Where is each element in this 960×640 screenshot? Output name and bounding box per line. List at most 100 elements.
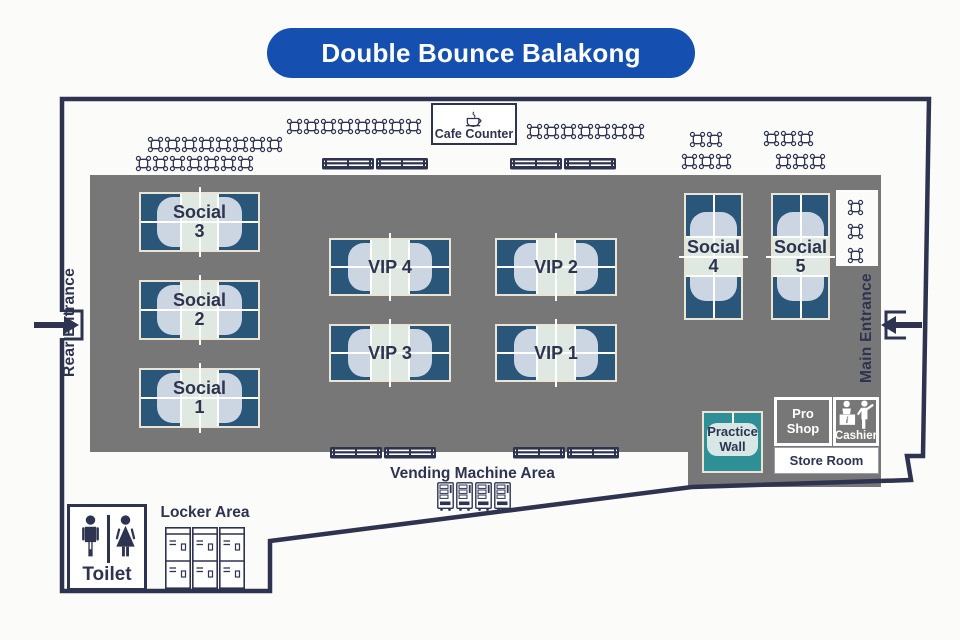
vending-machine-icon [475, 482, 492, 511]
bench-row [330, 446, 436, 460]
vending-machine-row [437, 482, 511, 511]
cashier: i Cashier [833, 397, 879, 446]
four-seat-table-icon [286, 118, 303, 135]
bench-icon [513, 447, 565, 459]
four-seat-table-icon [809, 153, 826, 170]
store-room: Store Room [774, 447, 879, 474]
seating-table-row [689, 131, 723, 148]
bench-icon [322, 158, 374, 170]
four-seat-table-icon [320, 118, 337, 135]
pro-shop: Pro Shop [774, 397, 832, 446]
four-seat-table-icon [181, 136, 198, 153]
cafe-counter: Cafe Counter [431, 103, 517, 145]
vending-area-label: Vending Machine Area [390, 465, 555, 482]
practice-wall: Practice Wall [702, 411, 763, 473]
bench-row [322, 157, 428, 171]
rear-entrance-label: Rear Entrance [61, 267, 78, 377]
main-door-bracket [884, 310, 906, 340]
vending-machine-icon [437, 482, 454, 511]
coffee-cup-icon [466, 111, 482, 127]
four-seat-table-icon [169, 155, 186, 172]
court-label: VIP 2 [534, 256, 578, 277]
seating-table-row [775, 153, 826, 170]
four-seat-table-icon [164, 136, 181, 153]
four-seat-table-icon [405, 118, 422, 135]
vending-machine-icon [494, 482, 511, 511]
bench-row [510, 157, 616, 171]
four-seat-table-icon [594, 123, 611, 140]
four-seat-table-icon [847, 223, 864, 240]
four-seat-table-icon [135, 155, 152, 172]
bench-icon [567, 447, 619, 459]
toilet-divider [107, 515, 110, 563]
four-seat-table-icon [628, 123, 645, 140]
bench-icon [384, 447, 436, 459]
locker-icon [219, 527, 245, 589]
bench-icon [564, 158, 616, 170]
four-seat-table-icon [220, 155, 237, 172]
four-seat-table-icon [797, 130, 814, 147]
locker-icon [165, 527, 191, 589]
four-seat-table-icon [232, 136, 249, 153]
seating-table-row [286, 118, 422, 135]
four-seat-table-icon [388, 118, 405, 135]
four-seat-table-icon [847, 199, 864, 216]
four-seat-table-icon [577, 123, 594, 140]
seating-table-row [147, 136, 283, 153]
four-seat-table-icon [780, 130, 797, 147]
four-seat-table-icon [715, 153, 732, 170]
four-seat-table-icon [698, 153, 715, 170]
seating-table-row [763, 130, 814, 147]
seating-table-row [135, 155, 254, 172]
vending-machine-icon [456, 482, 473, 511]
bench-icon [330, 447, 382, 459]
svg-text:i: i [846, 416, 849, 426]
four-seat-table-icon [526, 123, 543, 140]
cashier-label: Cashier [834, 430, 878, 442]
four-seat-table-icon [198, 136, 215, 153]
locker-icon [192, 527, 218, 589]
four-seat-table-icon [203, 155, 220, 172]
court-vip-3: VIP 3 [329, 319, 451, 387]
locker-area-label: Locker Area [160, 504, 250, 521]
four-seat-table-icon [689, 131, 706, 148]
main-entrance-label: Main Entrance [858, 273, 875, 383]
four-seat-table-icon [249, 136, 266, 153]
four-seat-table-icon [792, 153, 809, 170]
bench-icon [510, 158, 562, 170]
court-label: VIP 3 [368, 342, 412, 363]
four-seat-table-icon [237, 155, 254, 172]
seating-table-column [847, 199, 864, 264]
bench-icon [376, 158, 428, 170]
four-seat-table-icon [215, 136, 232, 153]
court-vip-1: VIP 1 [495, 319, 617, 387]
four-seat-table-icon [152, 155, 169, 172]
four-seat-table-icon [543, 123, 560, 140]
four-seat-table-icon [763, 130, 780, 147]
four-seat-table-icon [560, 123, 577, 140]
court-label: VIP 1 [534, 342, 578, 363]
seating-table-row [681, 153, 732, 170]
pro-shop-label: Pro Shop [786, 405, 820, 436]
toilet-label: Toilet [82, 564, 132, 585]
woman-icon [115, 515, 136, 557]
four-seat-table-icon [186, 155, 203, 172]
bench-row [513, 446, 619, 460]
four-seat-table-icon [706, 131, 723, 148]
four-seat-table-icon [371, 118, 388, 135]
facility-title: Double Bounce Balakong [321, 37, 641, 68]
cashier-counter-icon: i [839, 400, 874, 429]
toilet-room: Toilet [67, 504, 147, 591]
four-seat-table-icon [337, 118, 354, 135]
facility-title-banner: Double Bounce Balakong [267, 28, 695, 78]
court-vip-2: VIP 2 [495, 233, 617, 301]
